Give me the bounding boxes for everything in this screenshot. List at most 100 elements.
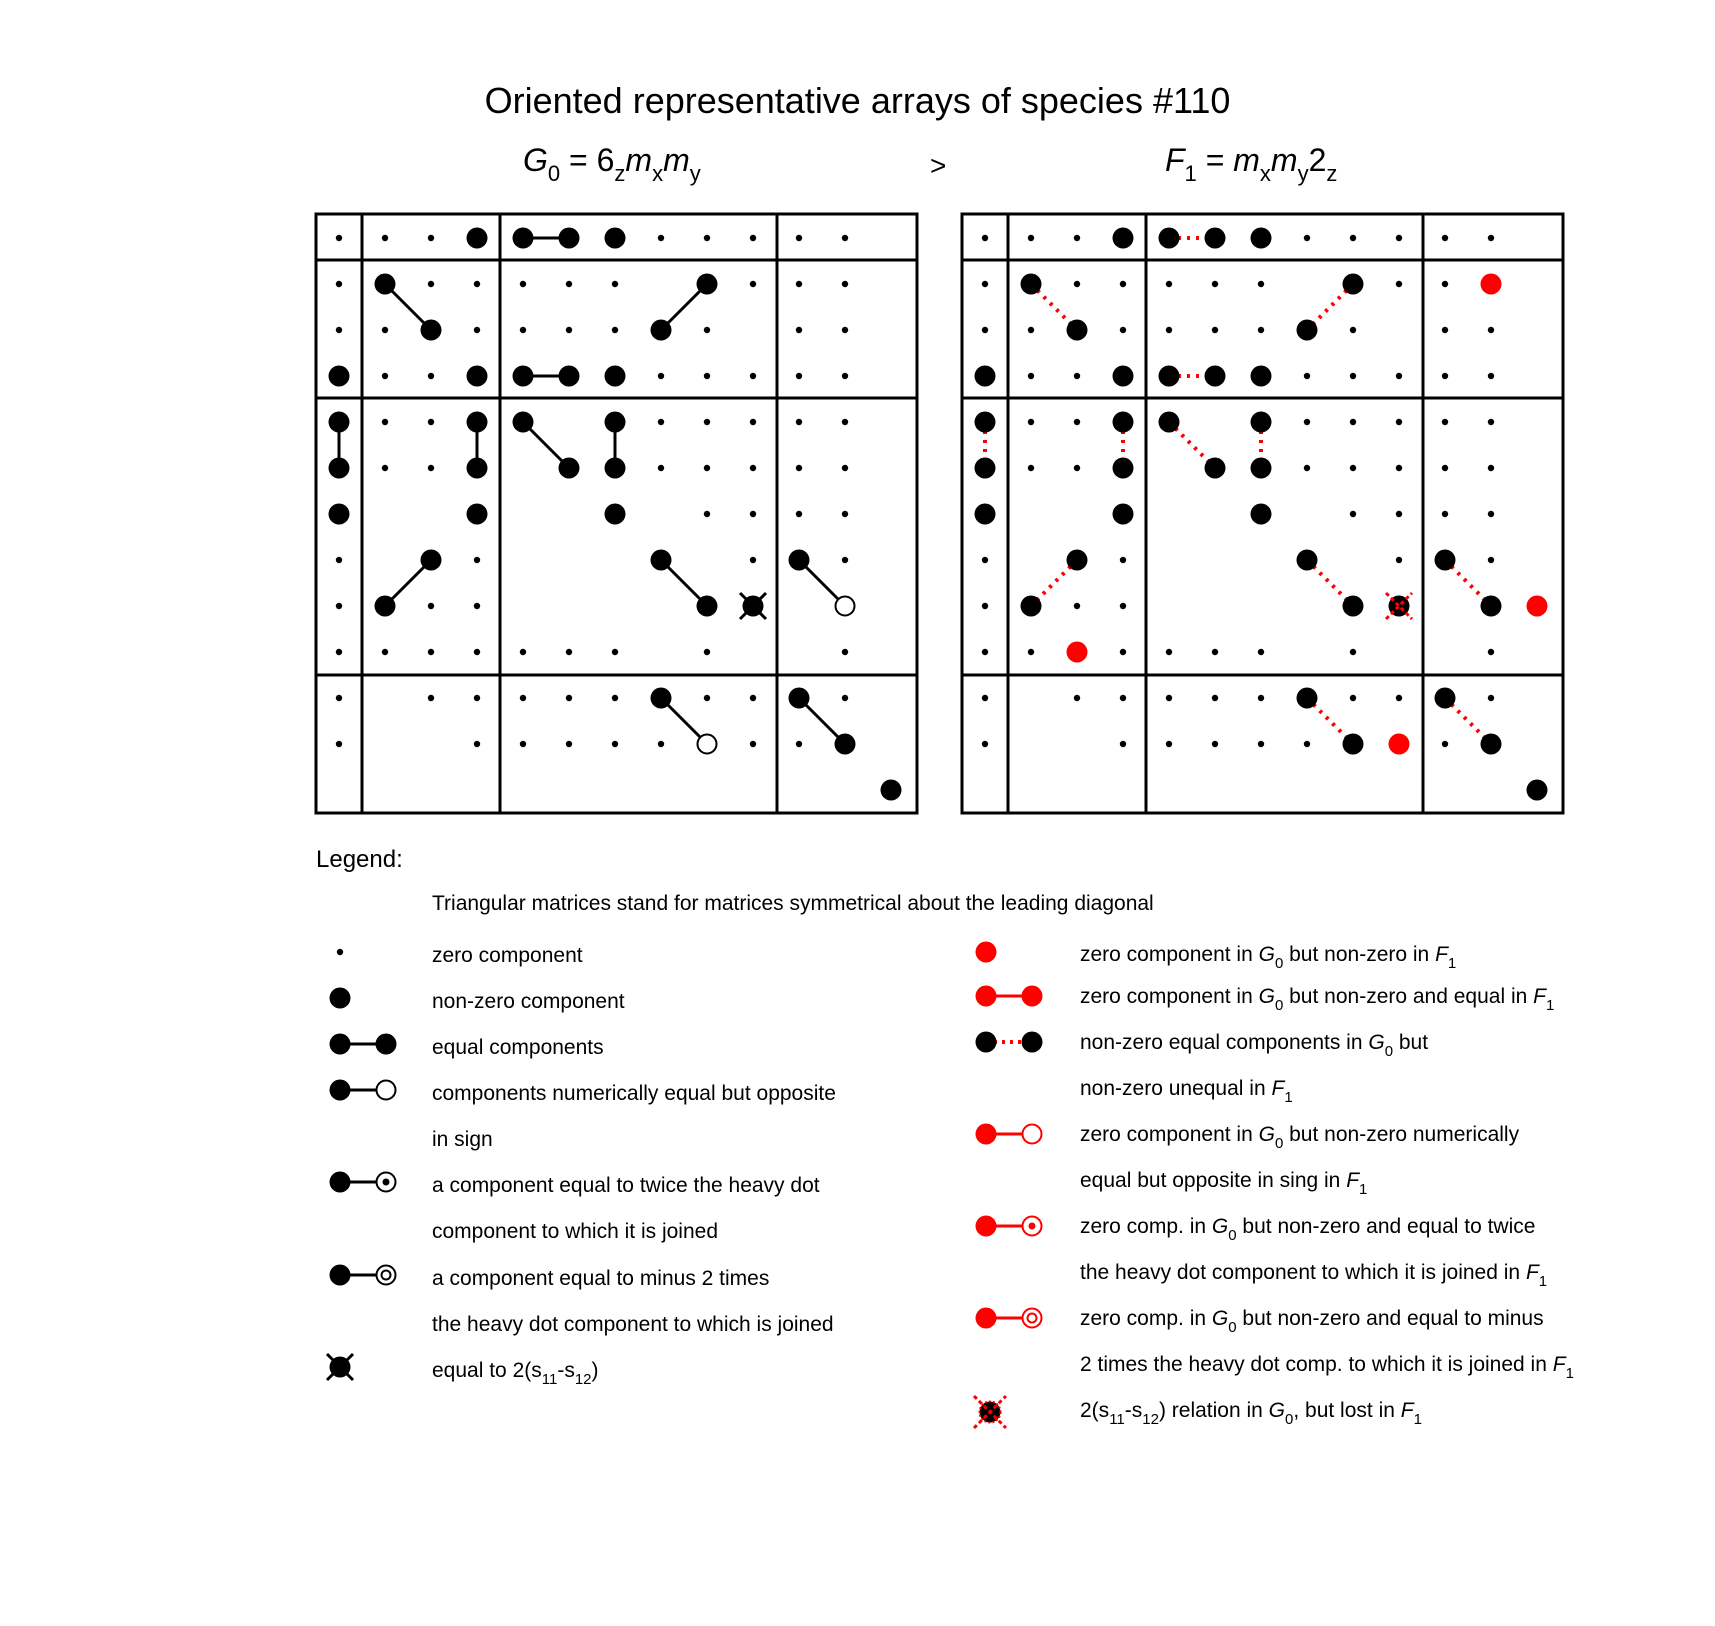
array-g0-nonzero-pa4 [328,411,350,433]
legend-glyph-red-minus2-c [1026,1312,1038,1324]
array-g0-zero-19 [335,326,343,334]
array-g0-nonzero-pa7 [604,411,626,433]
array-f1-nonzero-pa2 [1342,273,1364,295]
array-g0-nonzero-s5 [328,503,350,525]
array-f1-zero-55 [1395,510,1403,518]
array-f1-zero-74 [1211,648,1219,656]
array-f1-nonzero-s2 [974,365,996,387]
array-g0-nonzero-pb8 [374,595,396,617]
array-f1-zero-87 [981,740,989,748]
array-g0-zero-92 [657,740,665,748]
legend-glyph-minus2-c [380,1269,392,1281]
array-g0-zero-49 [749,464,757,472]
array-f1-link-2 [1305,282,1355,332]
array-g0-nonzero-pa10 [788,549,810,571]
array-f1-zero-66 [1119,602,1127,610]
legend-text-zero-component: zero component [432,944,583,967]
array-f1-zero-17 [1441,280,1449,288]
array-g0-zero-12 [519,280,527,288]
array-f1-zero-37 [1073,418,1081,426]
array-f1-nonzero-pb9 [1342,595,1364,617]
array-f1-zero-86 [1487,694,1495,702]
legend-text-red-opposite: zero component in G0 but non-zero numeri… [1080,1123,1520,1152]
array-f1-special-cross-a [1384,591,1414,621]
legend-text-red-minus-two-cont: 2 times the heavy dot comp. to which it … [1080,1353,1574,1382]
array-g0-zero-62 [841,556,849,564]
array-g0-special-cross-b [738,591,768,621]
array-g0-zero-73 [519,648,527,656]
array-g0-zero-87 [335,740,343,748]
array-g0-nonzero-pa5 [466,411,488,433]
array-g0-zero-74 [565,648,573,656]
array-g0-nonzero-pb7 [604,457,626,479]
array-g0-link-2 [659,282,709,332]
legend-glyph-lost-ring [978,1400,1002,1424]
legend-text-red-equal: zero component in G0 but non-zero and eq… [1080,985,1555,1014]
array-f1-zero-35 [1487,372,1495,380]
array-g0-nonzero-pa8 [420,549,442,571]
array-g0-link-10 [797,558,847,608]
array-g0-zero-2 [427,234,435,242]
array-g0-nonzero-s3 [466,365,488,387]
array-g0-zero-58 [335,556,343,564]
legend-glyph-opp-b [375,1079,397,1101]
array-g0-nonzero-pa2 [696,273,718,295]
legend-glyph-red-minus2-a [975,1307,997,1329]
array-f1-zero-34 [1441,372,1449,380]
array-g0-nonzero-s6 [466,503,488,525]
array-f1-zero-45 [1073,464,1081,472]
array-g0-zero-75 [611,648,619,656]
relation-symbol: > [930,150,947,181]
array-g0-link-12 [797,696,847,746]
array-f1-zero-8 [1487,234,1495,242]
array-g0-link-11 [659,696,709,746]
legend-glyph-red-opp-b [1021,1123,1043,1145]
legend-text-red-twice-cont: the heavy dot component to which it is j… [1080,1261,1548,1290]
array-f1-zero-85 [1395,694,1403,702]
array-g0-zero-33 [749,372,757,380]
array-f1-zero-39 [1303,418,1311,426]
array-f1-zero-75 [1257,648,1265,656]
array-g0-zero-27 [841,326,849,334]
array-g0-nonzero-pb4 [328,457,350,479]
array-f1-nonzero-pb10 [1480,595,1502,617]
array-g0-zero-47 [657,464,665,472]
array-f1-zero-4 [1303,234,1311,242]
array-g0-zero-79 [427,694,435,702]
array-f1-zero-47 [1303,464,1311,472]
array-f1-nonzero-pb3 [1204,365,1226,387]
array-g0-zero-5 [703,234,711,242]
legend-text-red-dot: zero component in G0 but non-zero in F1 [1080,943,1457,972]
legend-glyph-red-dot [975,941,997,963]
array-g0-link-1 [383,282,433,332]
array-f1-link-12 [1443,696,1493,746]
array-f1-nonzero-s3 [1112,365,1134,387]
array-f1-zero-48 [1349,464,1357,472]
array-g0-zero-91 [611,740,619,748]
legend-glyph-dotted-a [975,1031,997,1053]
array-g0-zero-24 [611,326,619,334]
array-f1-zero-72 [1119,648,1127,656]
array-g0-zero-11 [473,280,481,288]
array-f1-link-9 [1305,558,1355,608]
array-f1-zero-19 [981,326,989,334]
legend-text-equal-components: equal components [432,1036,604,1059]
array-f1-nonzero-pb5 [1112,457,1134,479]
array-g0-zero-83 [611,694,619,702]
array-f1-zero-89 [1165,740,1173,748]
array-g0-nonzero-s2 [328,365,350,387]
legend-glyph-dotted-b [1021,1031,1043,1053]
legend-text-minus-two: a component equal to minus 2 times [432,1267,770,1290]
array-g0-zero-94 [749,740,757,748]
array-g0-zero-80 [473,694,481,702]
diagram-title: Oriented representative arrays of specie… [484,80,1231,121]
array-g0-zero-35 [841,372,849,380]
array-g0-zero-48 [703,464,711,472]
array-f1-zero-77 [1487,648,1495,656]
array-f1-link-6 [1167,420,1217,470]
array-f1-zero-1 [1027,234,1035,242]
array-f1-zero-84 [1349,694,1357,702]
legend-text-opposite-sign: components numerically equal but opposit… [432,1082,836,1105]
array-f1-zero-41 [1395,418,1403,426]
array-g0-nonzero-pa1 [374,273,396,295]
